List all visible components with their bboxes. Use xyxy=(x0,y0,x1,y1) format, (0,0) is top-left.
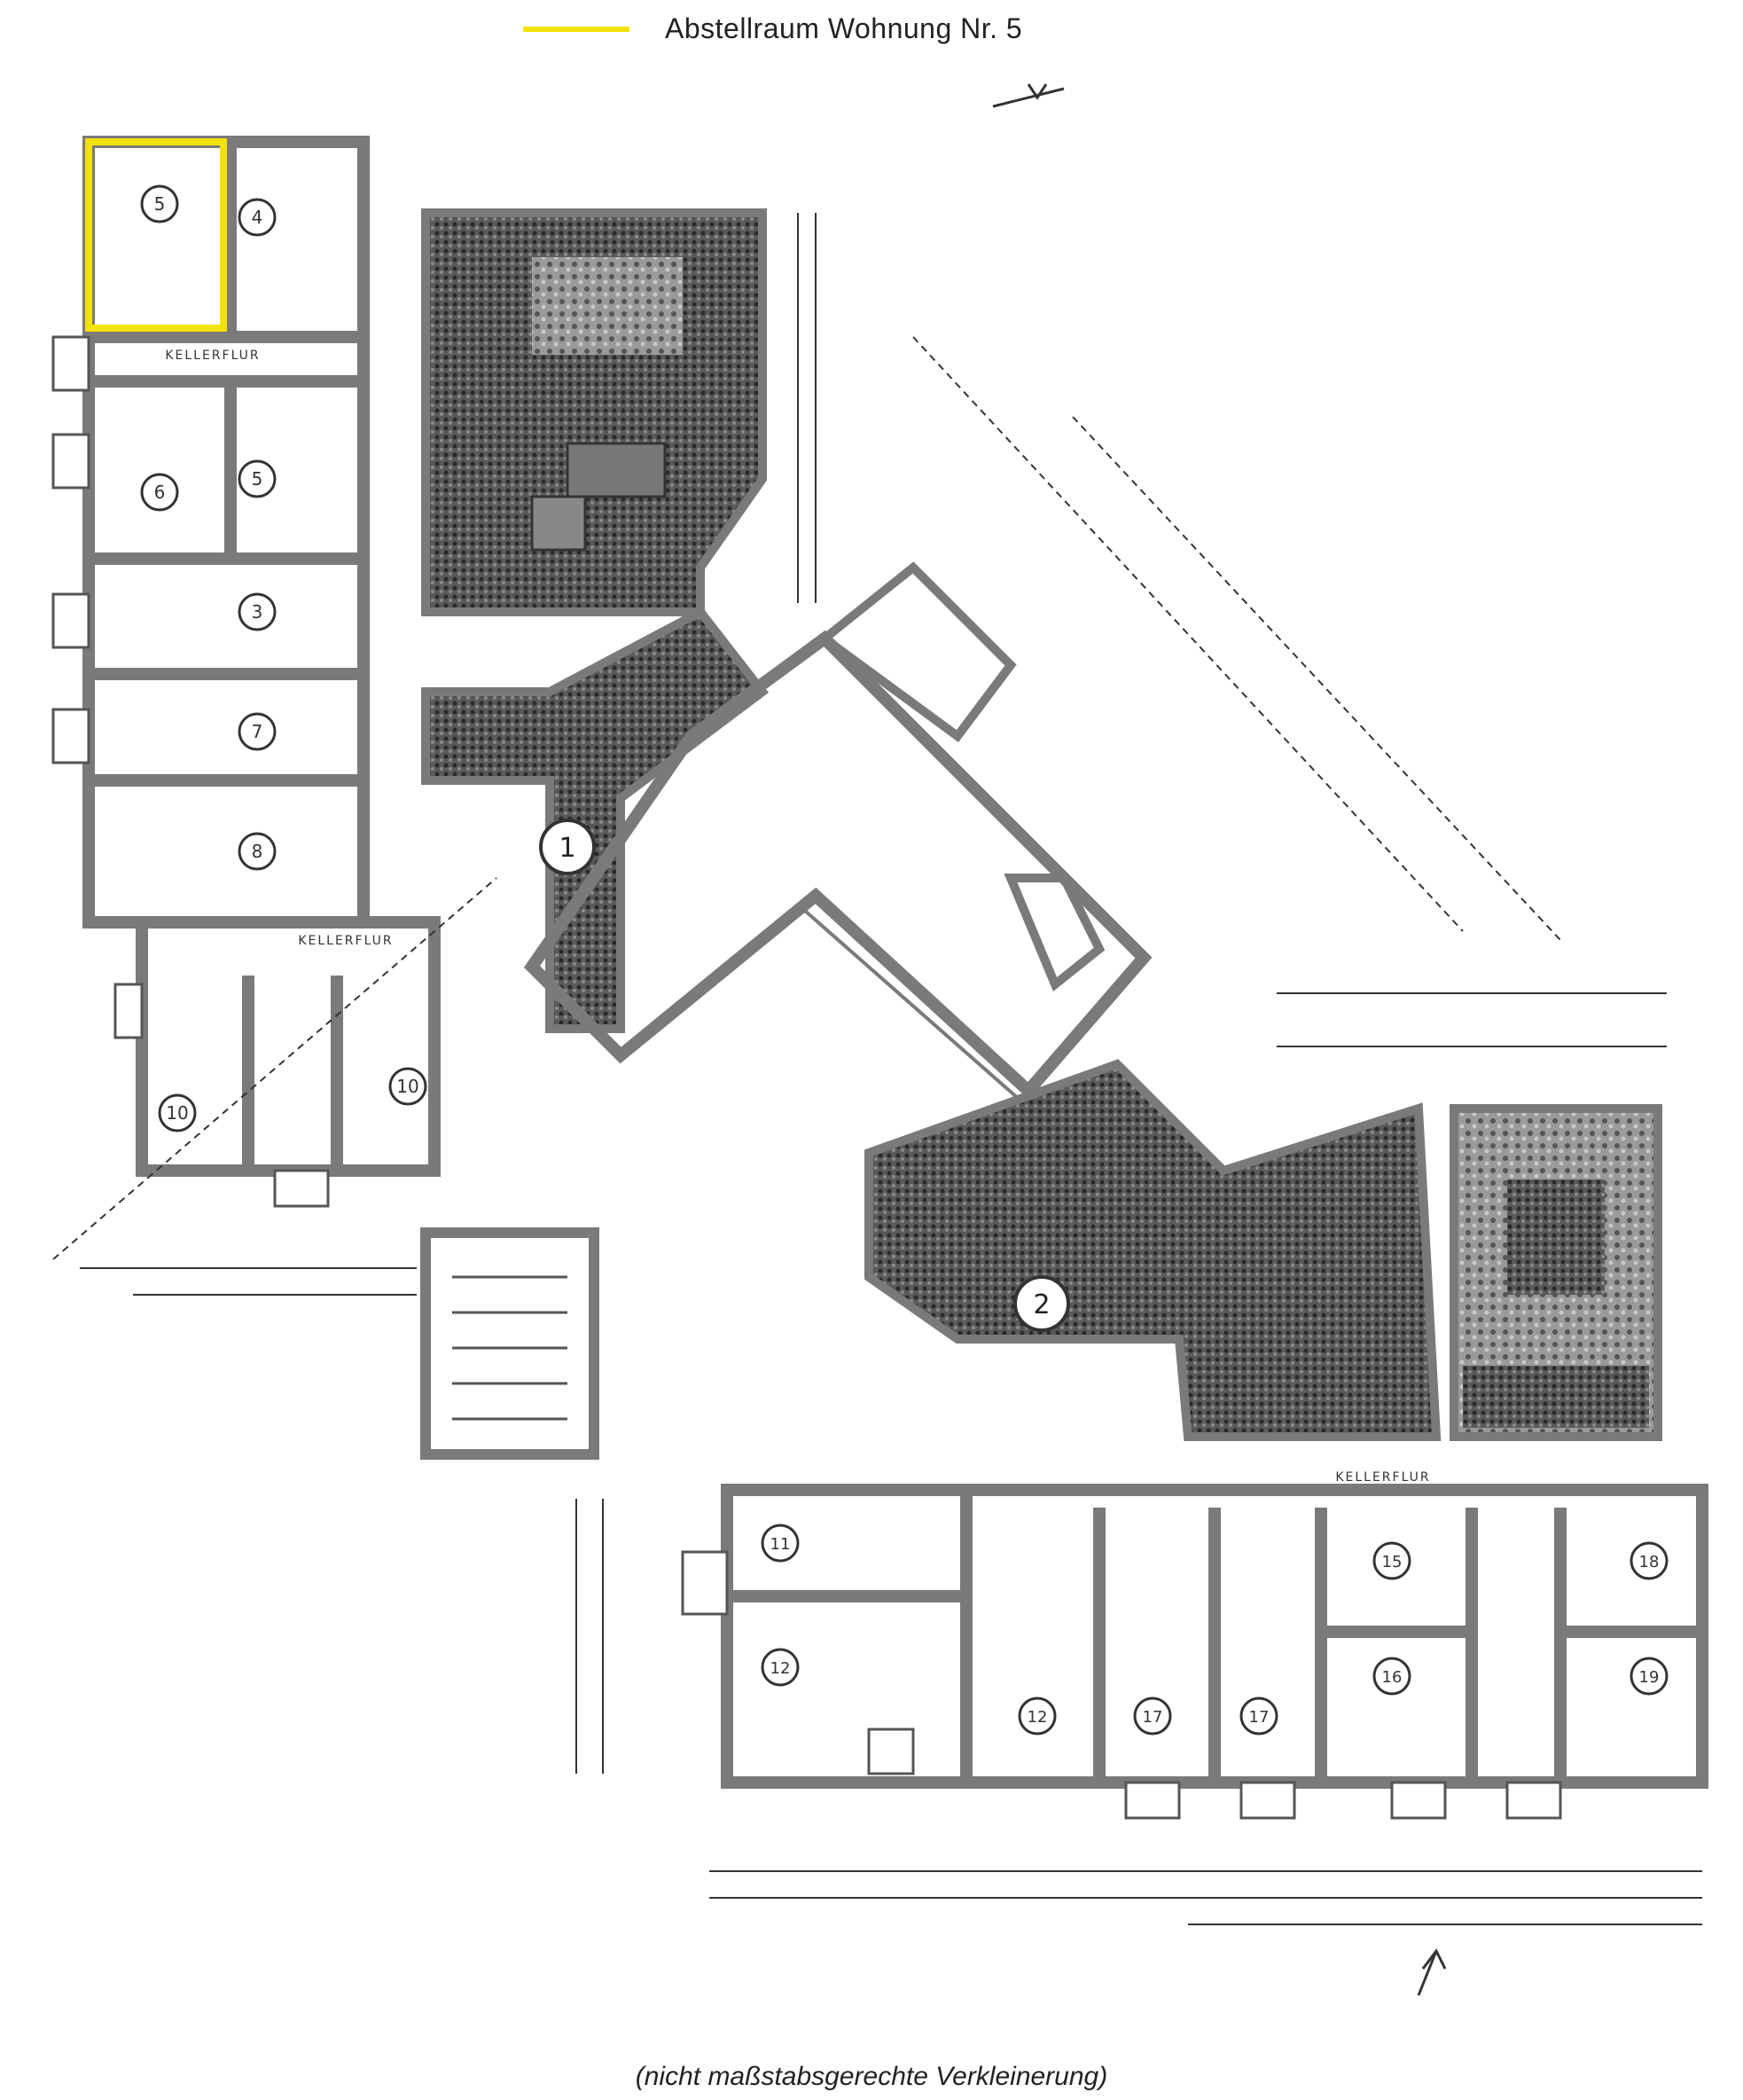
cellar-circle xyxy=(1372,1541,1411,1580)
cellar-circle xyxy=(1018,1696,1057,1736)
cellar-number: 17 xyxy=(1143,1708,1163,1727)
lower-right-terrace xyxy=(864,1059,1662,1441)
bottom-windows xyxy=(681,1550,1562,1820)
cellar-circle xyxy=(1630,1541,1669,1580)
upper-terrace xyxy=(421,208,770,1033)
cellar-number: 6 xyxy=(154,482,166,503)
cellar-circle xyxy=(1239,1696,1278,1736)
cellar-circle xyxy=(238,712,277,751)
caption: (nicht maßstabsgerechte Verkleinerung) xyxy=(635,2062,1108,2091)
cellar-number: 4 xyxy=(252,207,263,228)
legend-label: Abstellraum Wohnung Nr. 5 xyxy=(665,12,1023,44)
svg-text:2: 2 xyxy=(1033,1289,1050,1320)
cellar-circle xyxy=(761,1524,800,1563)
cellar-number: 19 xyxy=(1639,1668,1660,1687)
cellar-circle xyxy=(238,592,277,631)
cellar-number: 5 xyxy=(154,193,166,215)
cellar-circle xyxy=(388,1067,427,1106)
cellar-number: 12 xyxy=(770,1659,791,1678)
cellar-number: 12 xyxy=(1028,1708,1048,1727)
cellar-circle xyxy=(1630,1657,1669,1696)
cellar-number: 18 xyxy=(1639,1553,1660,1571)
bottom-right-wing xyxy=(721,1484,1708,1789)
cellar-circle xyxy=(1133,1696,1172,1736)
left-cellar-numbers: 5 4 6 5 3 7 8 10 10 xyxy=(154,193,419,1124)
cellar-circle xyxy=(761,1648,800,1687)
cellar-number: 11 xyxy=(770,1535,791,1554)
highlighted-storage-room xyxy=(85,138,227,332)
cellar-number: 17 xyxy=(1249,1708,1270,1727)
cellar-circle xyxy=(1372,1657,1411,1696)
kellerflur-label: KELLERFLUR xyxy=(165,349,260,363)
kellerflur-label: KELLERFLUR xyxy=(1335,1470,1430,1485)
cellar-number: 10 xyxy=(166,1102,188,1124)
cellar-circle xyxy=(238,832,277,871)
bottom-cellar-markers xyxy=(761,1524,1669,1736)
cellar-circle xyxy=(238,459,277,498)
cellar-number: 7 xyxy=(252,721,263,742)
cellar-number: 16 xyxy=(1382,1668,1403,1687)
bottom-cellar-numbers: 11 12 12 17 17 15 16 18 19 xyxy=(770,1535,1660,1727)
cellar-number: 3 xyxy=(252,601,263,623)
legend-swatch xyxy=(523,26,629,32)
north-arrow-icon xyxy=(992,83,1447,1996)
garage-diagonal xyxy=(52,336,1561,1260)
cellar-circle xyxy=(238,198,277,237)
section-marker-2: 2 xyxy=(1013,1275,1070,1332)
cellar-number: 8 xyxy=(252,841,263,862)
cellar-number: 10 xyxy=(396,1076,418,1097)
svg-text:1: 1 xyxy=(559,833,575,864)
legend: Abstellraum Wohnung Nr. 5 xyxy=(523,12,1022,45)
left-windows xyxy=(51,335,330,1208)
cellar-circle xyxy=(158,1093,197,1132)
cellar-circle xyxy=(140,184,179,223)
central-diagonal-wing xyxy=(523,561,1153,1101)
cellar-number: 15 xyxy=(1382,1553,1403,1571)
kellerflur-label: KELLERFLUR xyxy=(298,934,393,948)
cellar-number: 5 xyxy=(252,468,263,490)
dimension-lines xyxy=(80,213,1702,1925)
stairwell xyxy=(420,1227,599,1460)
section-marker-1: 1 xyxy=(539,819,596,875)
left-cellar-markers xyxy=(140,184,427,1132)
cellar-circle xyxy=(140,473,179,512)
